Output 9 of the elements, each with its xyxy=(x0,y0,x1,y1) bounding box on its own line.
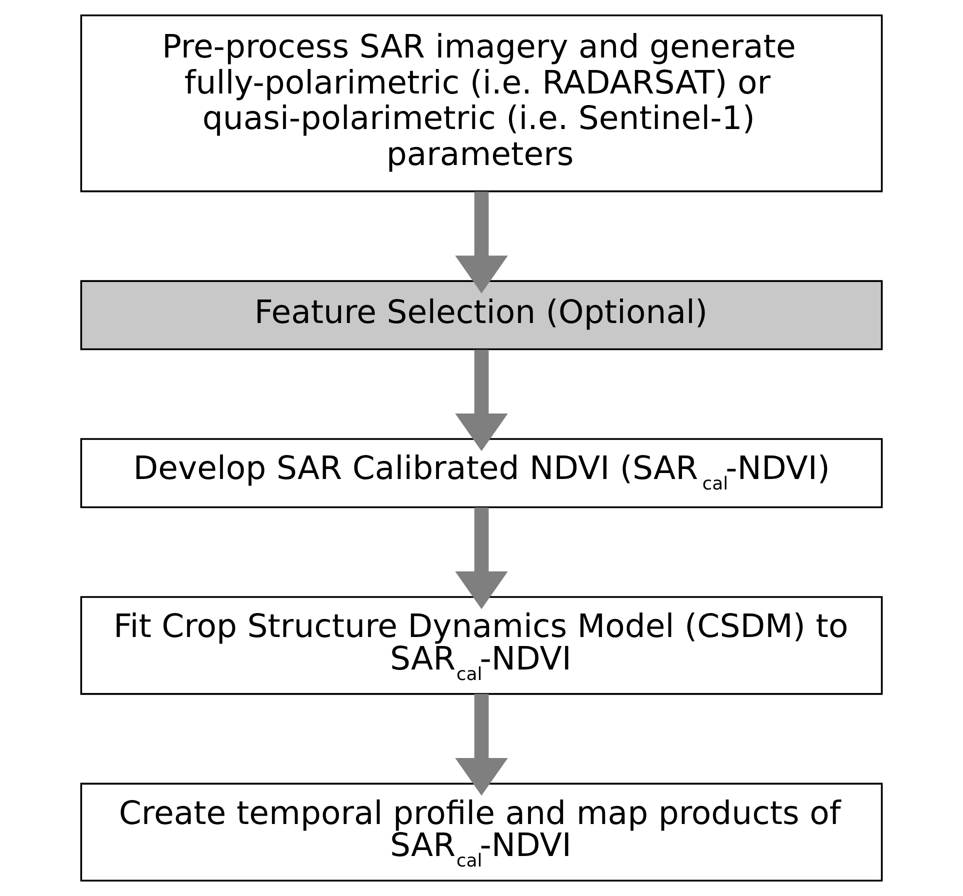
node-box: Feature Selection (Optional) xyxy=(80,280,883,350)
arrow xyxy=(455,694,508,796)
node-box: Develop SAR Calibrated NDVI (SAR$_{cal}$-NDVI) xyxy=(80,438,883,508)
node-box: Pre-process SAR imagery and generate fully-polarimetric (i.e. RADARSAT) or quasi-polarimetric (i.e. Sentinel-1) parameters xyxy=(80,14,883,192)
arrow xyxy=(455,192,508,294)
arrow xyxy=(455,350,508,452)
node-box: Create temporal profile and map products of SAR$_{cal}$-NDVI xyxy=(80,782,883,882)
node-box: Fit Crop Structure Dynamics Model (CSDM) to SAR$_{cal}$-NDVI xyxy=(80,596,883,695)
arrow xyxy=(455,507,508,610)
